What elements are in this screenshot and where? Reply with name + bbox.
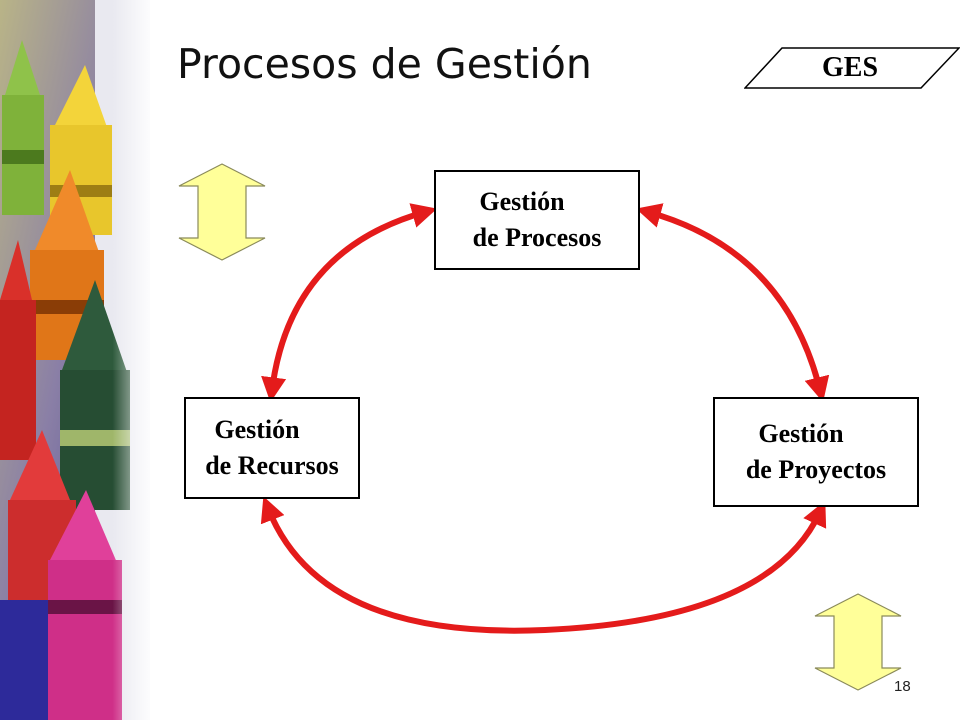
node-gestion-proyectos: Gestión de Proyectos <box>713 397 919 507</box>
node-line1: Gestión <box>214 415 300 444</box>
ges-tag-label: GES <box>821 52 879 83</box>
node-line1: Gestión <box>479 187 565 216</box>
up-down-arrow-icon <box>814 593 902 691</box>
connector-recursos-proyectos <box>260 496 827 634</box>
node-line1: Gestión <box>758 419 844 448</box>
connector-procesos-proyectos <box>635 203 830 403</box>
ges-tag-shape <box>744 47 960 89</box>
up-down-arrow-icon <box>178 163 266 261</box>
node-gestion-procesos: Gestión de Procesos <box>434 170 640 270</box>
slide-number: 18 <box>894 678 911 695</box>
node-line2: de Procesos <box>472 223 602 252</box>
node-line2: de Proyectos <box>745 455 887 484</box>
slide-title: Procesos de Gestión <box>177 40 592 88</box>
connector-recursos-procesos <box>261 203 438 403</box>
node-line2: de Recursos <box>205 451 339 480</box>
node-gestion-recursos: Gestión de Recursos <box>184 397 360 499</box>
crayons-photo <box>0 0 150 720</box>
